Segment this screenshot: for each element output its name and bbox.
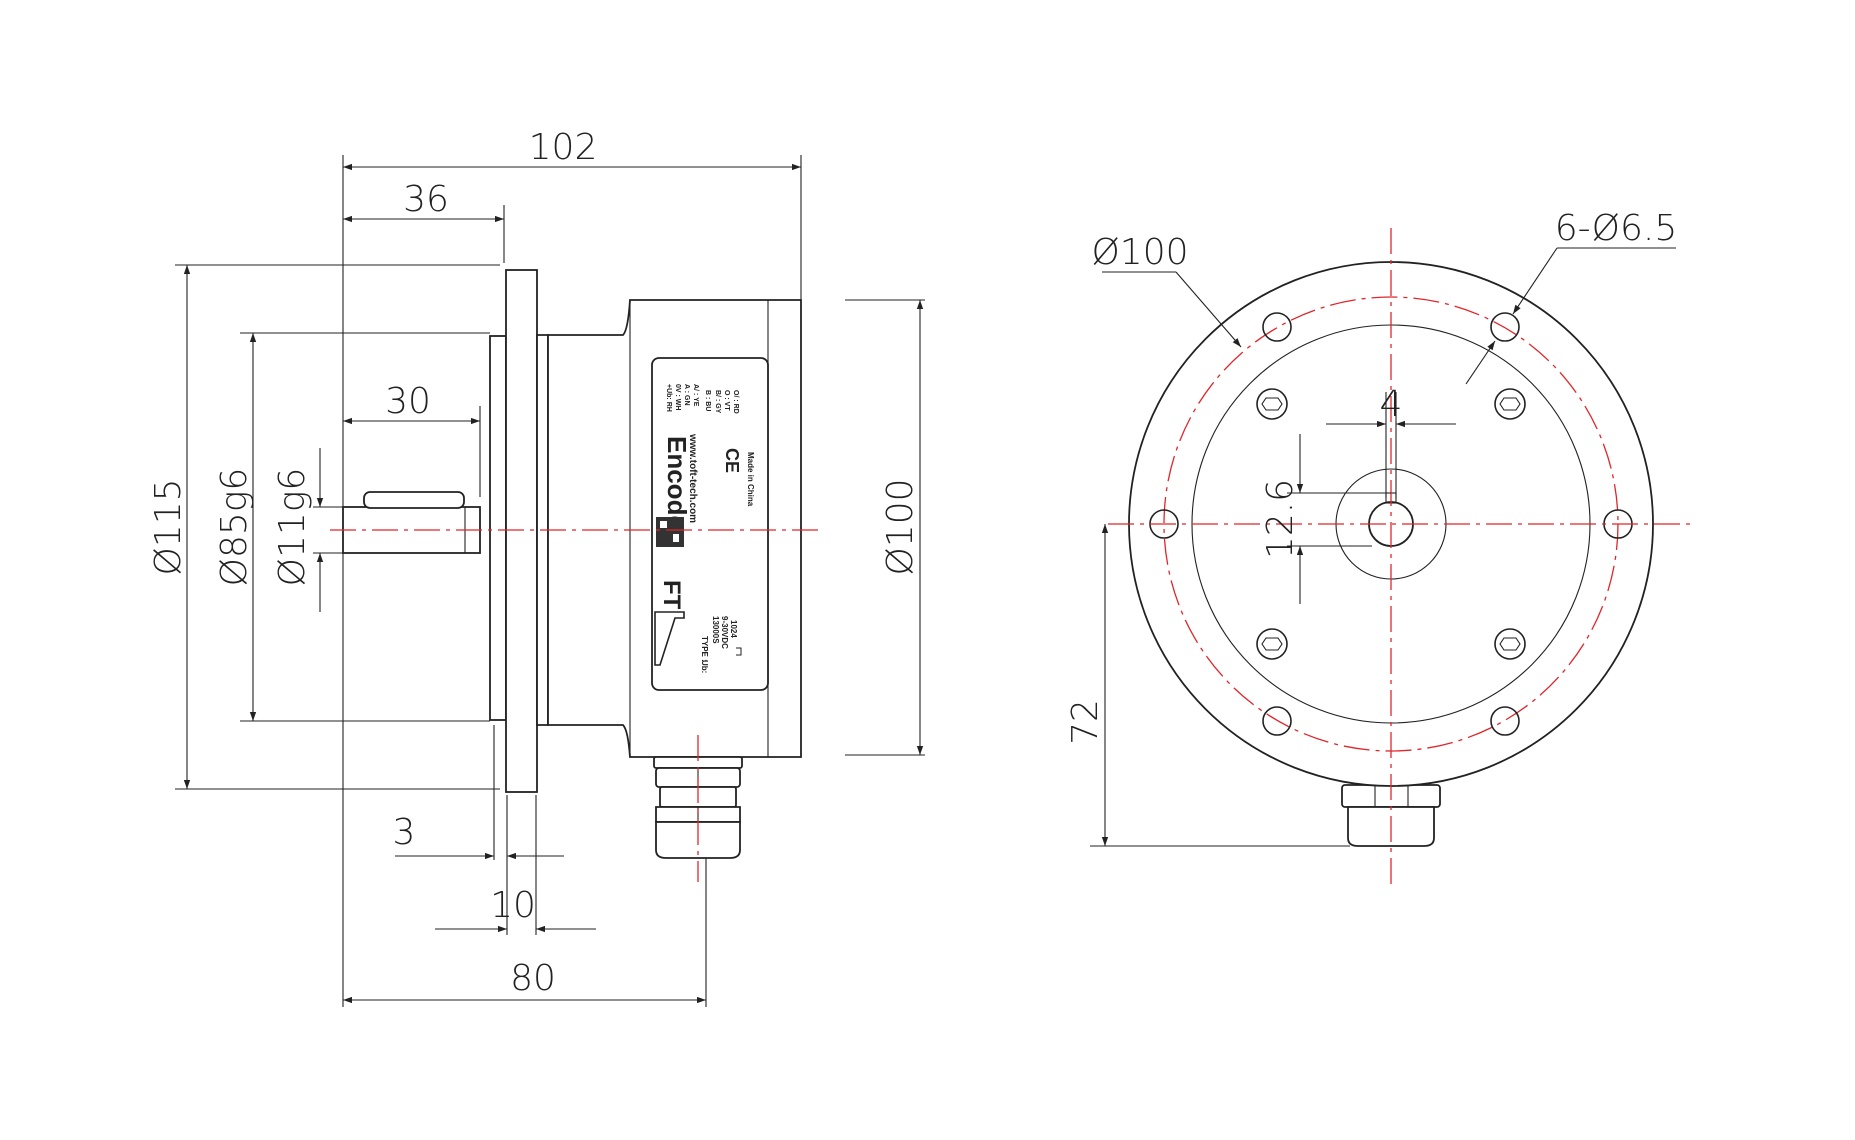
dim-body-dia: Ø100 <box>880 478 921 575</box>
type-value: 13000S <box>711 616 720 644</box>
mounting-hole <box>1262 312 1292 342</box>
product-label: +Ub: RH 0V : WH A : GN A/ : YE B : BU B/… <box>651 357 769 691</box>
wiring-line-8: O/ : RD <box>732 390 739 414</box>
wiring-line-4: A/ : YE <box>692 384 699 407</box>
hex-screws <box>1256 388 1526 660</box>
ce-mark: CE <box>722 448 742 473</box>
dim-flange-dia: Ø115 <box>148 478 189 575</box>
dim-pilot-depth: 3 <box>393 812 416 853</box>
dim-pilot-dia: Ø85g6 <box>214 468 255 587</box>
dim-cable-height: 72 <box>1065 699 1106 745</box>
dim-flange-thickness: 10 <box>490 885 536 926</box>
resolution-value: 1024 <box>729 620 738 638</box>
dimension-lines <box>183 163 924 1004</box>
dim-hole-circle: Ø100 <box>1091 232 1188 273</box>
dim-flange-offset: 36 <box>403 179 449 220</box>
wiring-line-5: B : BU <box>704 390 711 411</box>
voltage-label: Ub: <box>700 660 709 673</box>
made-in: Made in China <box>746 452 755 507</box>
wiring-line-6: B/ : GY <box>714 390 721 414</box>
side-view: +Ub: RH 0V : WH A : GN A/ : YE B : BU B/… <box>148 127 925 1007</box>
extension-lines <box>175 155 925 1007</box>
screw-head-icon <box>1256 628 1288 660</box>
mounting-hole <box>1490 312 1520 342</box>
website: www.toft-tech.com <box>687 433 698 523</box>
brand-logo: FT <box>658 580 685 610</box>
brand-t-mark <box>654 611 685 666</box>
cable-height-dim <box>1090 524 1350 847</box>
pilot <box>489 335 507 721</box>
wiring-line-2: 0V : WH <box>674 384 681 410</box>
dim-shaft-length: 30 <box>385 381 431 422</box>
key-height-dim <box>1287 434 1391 604</box>
flange <box>505 269 538 793</box>
wiring-line-7: O : VT <box>723 390 730 411</box>
hole-circle-leader <box>1102 271 1242 348</box>
screw-head-icon <box>1494 388 1526 420</box>
shaft-key <box>363 491 465 509</box>
dim-overall-length: 102 <box>529 127 598 168</box>
front-view: 4 12.6 72 Ø100 6-Ø6.5 <box>1065 208 1690 890</box>
wiring-line-3: A : GN <box>683 384 690 406</box>
dim-holes: 6-Ø6.5 <box>1555 208 1677 249</box>
mounting-hole <box>1262 706 1292 736</box>
key-width-dim <box>1326 392 1456 498</box>
dim-key-height: 12.6 <box>1260 479 1301 559</box>
dim-shaft-dia: Ø11g6 <box>272 468 313 587</box>
mounting-hole <box>1490 706 1520 736</box>
wiring-line-1: +Ub: RH <box>665 384 672 412</box>
voltage-value: 9-30VDC <box>720 616 729 649</box>
holes-leader <box>1465 247 1676 385</box>
dim-key-width: 4 <box>1380 384 1403 425</box>
dim-body-length: 80 <box>510 958 556 999</box>
screw-head-icon <box>1256 388 1288 420</box>
pulse-icon <box>736 647 742 656</box>
type-label: TYPE : <box>700 636 709 662</box>
screw-head-icon <box>1494 628 1526 660</box>
